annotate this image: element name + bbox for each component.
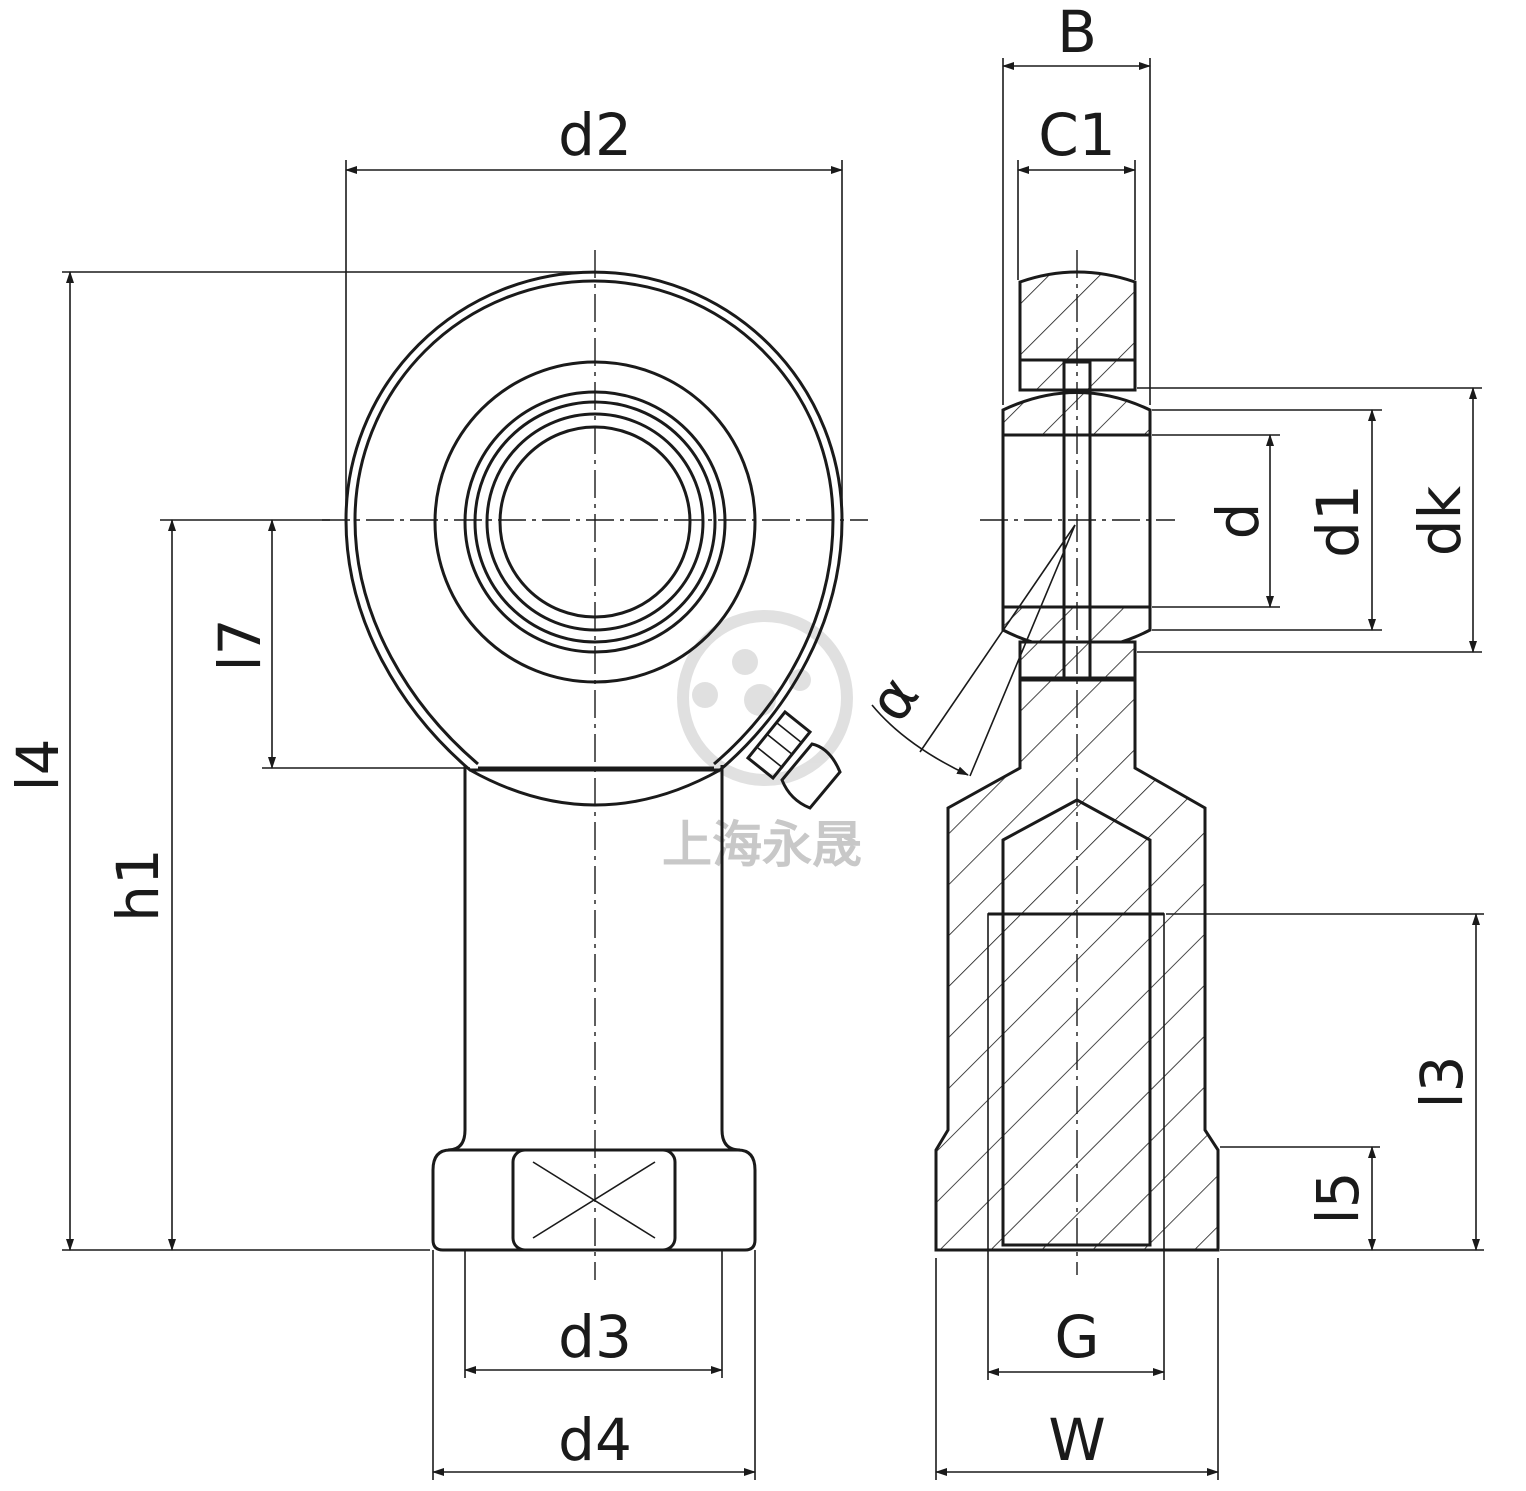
label-d1: d1 xyxy=(1304,484,1372,558)
label-d2: d2 xyxy=(558,101,632,169)
eye-housing-outline xyxy=(344,270,844,772)
watermark-logo xyxy=(677,610,853,786)
label-dk: dk xyxy=(1406,485,1474,556)
front-view xyxy=(322,250,868,1280)
eye-housing-chamfer xyxy=(353,279,835,766)
threaded-bore xyxy=(1001,798,1152,1247)
ball-top-section xyxy=(1001,391,1152,437)
label-d4: d4 xyxy=(558,1406,632,1474)
side-view xyxy=(871,250,1220,1275)
label-B: B xyxy=(1057,0,1097,66)
watermark-text: 上海永晟 xyxy=(662,816,862,874)
grease-nipple xyxy=(745,709,842,810)
label-W: W xyxy=(1048,1406,1105,1474)
label-l4: l4 xyxy=(4,738,72,791)
dimensions xyxy=(62,58,1484,1480)
label-l3: l3 xyxy=(1408,1055,1476,1108)
label-alpha: α xyxy=(855,663,933,733)
label-h1: h1 xyxy=(104,848,172,922)
tilt-line-1 xyxy=(969,524,1076,777)
label-l7: l7 xyxy=(206,618,274,671)
label-d3: d3 xyxy=(558,1303,632,1371)
label-d: d xyxy=(1204,503,1272,540)
tilt-line-2 xyxy=(919,524,1076,753)
hex-flat-face xyxy=(511,1148,677,1252)
label-l5: l5 xyxy=(1304,1171,1372,1224)
flat-cross-2 xyxy=(532,1161,656,1239)
hex-nut xyxy=(431,1148,757,1252)
alpha-arc xyxy=(871,704,969,776)
label-C1: C1 xyxy=(1038,101,1115,169)
label-G: G xyxy=(1055,1303,1100,1371)
